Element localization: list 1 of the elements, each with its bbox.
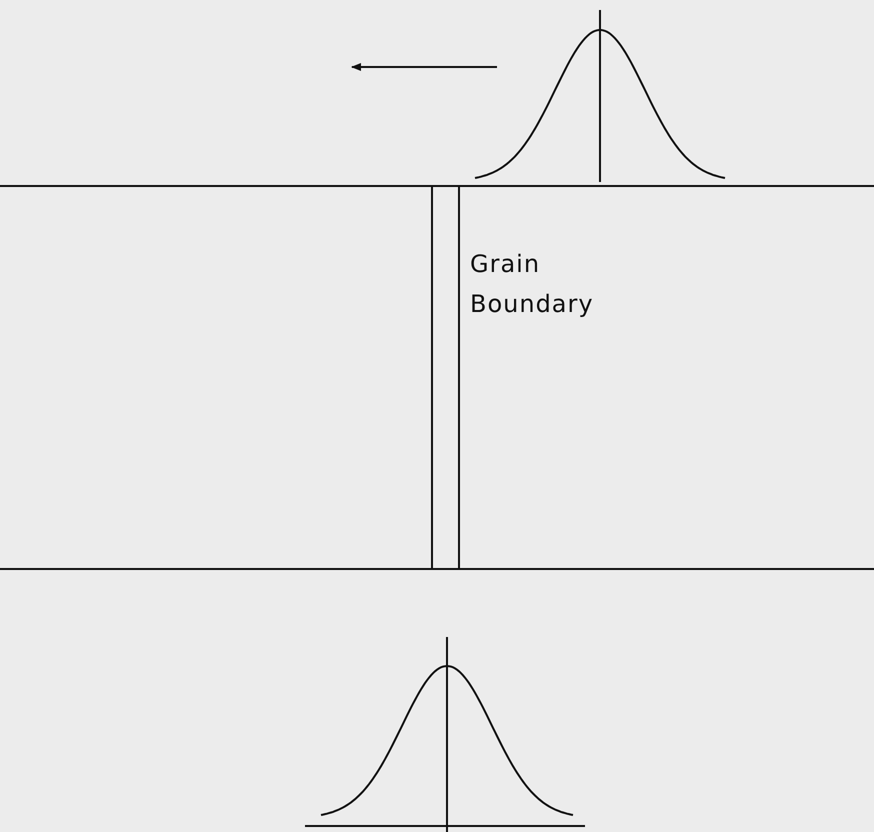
label-text: Grain Boundary [470, 249, 595, 320]
